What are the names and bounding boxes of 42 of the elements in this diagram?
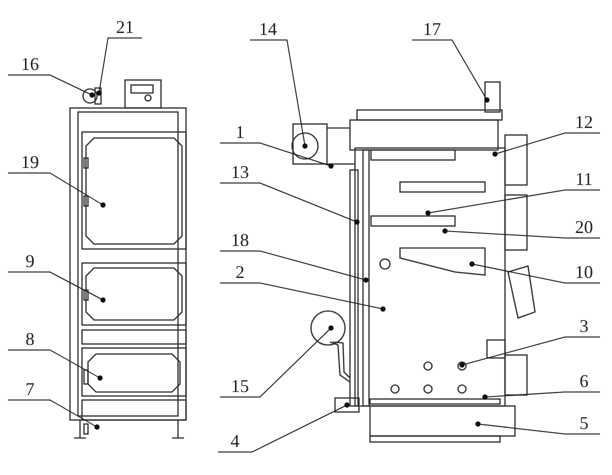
leader-line [8,172,106,208]
callout-number: 11 [575,170,593,188]
leader-line [442,228,600,238]
leader-line [469,261,600,284]
leader-line [250,40,308,149]
callout-number: 17 [423,20,441,38]
callout-number: 15 [231,377,249,395]
callout-number: 10 [575,263,593,281]
callout-number: 9 [26,252,34,270]
leader-line [475,421,600,434]
leader-line [412,40,490,103]
leader-line [425,190,600,216]
callout-number: 21 [116,18,134,36]
leader-line [492,132,600,157]
callout-number: 6 [580,372,588,390]
callout-number: 2 [236,263,244,281]
callout-number: 19 [21,153,39,171]
leader-line [218,402,350,452]
leader-line [220,182,360,225]
callout-number: 5 [580,414,588,432]
leader-line [8,350,103,381]
callout-number: 18 [231,231,249,249]
leader-line [220,282,386,312]
callout-number: 14 [259,20,277,38]
callout-number: 1 [236,123,244,141]
callout-number: 20 [575,218,593,236]
callout-number: 4 [230,432,240,450]
leader-line [459,336,600,368]
leader-line [220,142,334,169]
leader-line [96,38,142,96]
leader-line [482,392,600,400]
leader-line [220,250,369,283]
leader-line [8,400,100,430]
callout-number: 8 [26,330,34,348]
callout-number: 3 [580,317,588,335]
leader-line [220,325,334,398]
leader-line [8,272,106,303]
callout-number: 7 [26,380,34,398]
leader-line [8,74,95,98]
callout-number: 13 [231,163,249,181]
callout-number: 12 [575,113,593,131]
callout-number: 16 [21,55,39,73]
